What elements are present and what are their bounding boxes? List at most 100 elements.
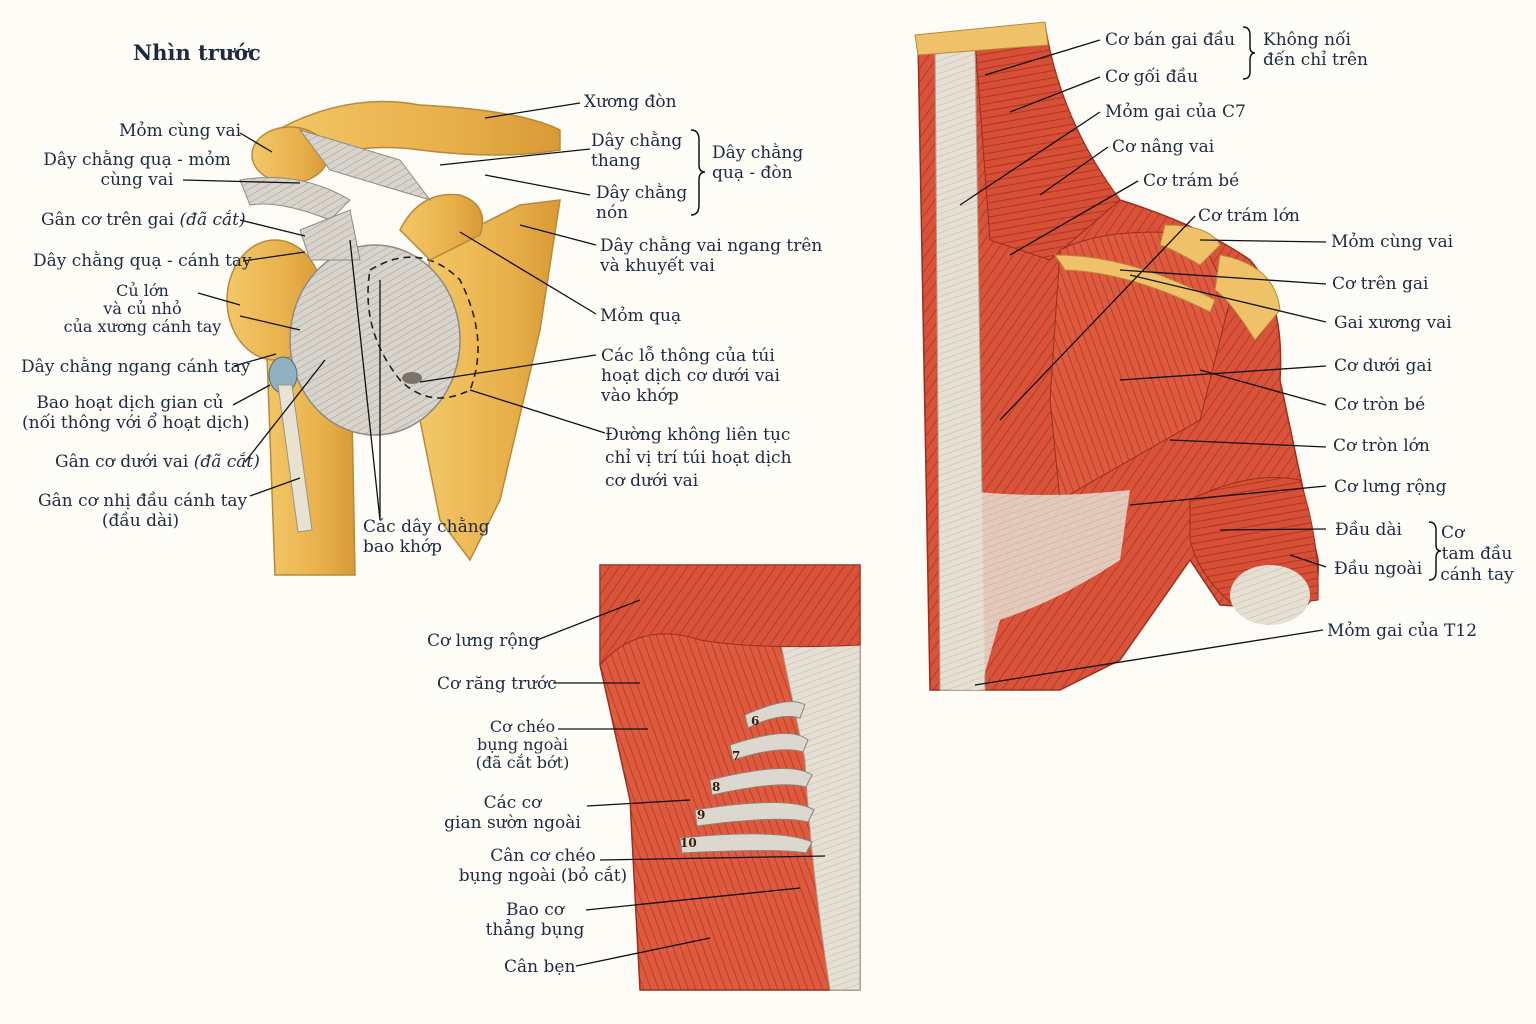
label-line: cùng vai <box>100 170 174 190</box>
label-lung-rong-back: Cơ lưng rộng <box>1334 477 1447 497</box>
label-line: gian sườn ngoài <box>444 813 581 833</box>
label-lo-thong: Các lỗ thông của túi hoạt dịch cơ dưới v… <box>601 346 780 406</box>
label-tron-be: Cơ tròn bé <box>1334 395 1426 415</box>
view-title: Nhìn trước <box>133 40 261 65</box>
label-mom-cung-vai: Mỏm cùng vai <box>119 121 242 141</box>
label-text: Gân cơ dưới vai <box>55 452 189 472</box>
label-goi-dau: Cơ gối đầu <box>1105 67 1199 87</box>
label-bao-thang-bung: Bao cơ thẳng bụng <box>480 900 590 940</box>
label-line: Các lỗ thông của túi <box>601 346 775 366</box>
label-lung-rong-trunk: Cơ lưng rộng <box>427 631 540 651</box>
label-line: Các dây chằng <box>363 517 490 537</box>
label-line: Dây chằng vai ngang trên <box>600 236 823 256</box>
label-duong-khong-lien-tuc: Đường không liên tục chỉ vị trí túi hoạt… <box>605 424 792 493</box>
label-mom-qua: Mỏm quạ <box>600 306 682 326</box>
label-line: Bao cơ <box>505 900 565 920</box>
label-gan-co-duoi-vai: Gân cơ dưới vai (đã cắt) <box>55 452 260 472</box>
label-line: bụng ngoài <box>476 735 568 754</box>
label-line: thẳng bụng <box>485 920 585 940</box>
label-text: Gân cơ trên gai <box>41 210 175 230</box>
label-line: hoạt dịch cơ dưới vai <box>601 366 780 386</box>
label-line: Không nối <box>1263 30 1351 50</box>
label-nang-vai: Cơ nâng vai <box>1112 137 1215 157</box>
label-gan-nhi-dau: Gân cơ nhị đầu cánh tay (đầu dài) <box>38 491 248 531</box>
label-line: Đường không liên tục <box>605 425 791 445</box>
label-cu-lon: Củ lớn và củ nhỏ của xương cánh tay <box>60 282 225 336</box>
label-line: bụng ngoài (bỏ cắt) <box>458 866 628 886</box>
label-line: và khuyết vai <box>600 256 715 276</box>
label-note: (đã cắt) <box>179 210 246 230</box>
label-gan-co-tren-gai: Gân cơ trên gai (đã cắt) <box>41 210 246 230</box>
rib-group <box>679 701 815 854</box>
label-line: Cân cơ chéo <box>490 846 596 866</box>
label-can-ben: Cân bẹn <box>504 957 576 977</box>
label-line: của xương cánh tay <box>63 317 222 336</box>
rib-number: 8 <box>712 780 721 794</box>
label-mom-gai-t12: Mỏm gai của T12 <box>1327 621 1478 641</box>
back-muscles-illustration <box>914 21 1319 691</box>
label-line: Củ lớn <box>116 281 169 300</box>
label-bao-khop: Các dây chằng bao khớp <box>363 517 490 557</box>
label-gai-xuong-vai: Gai xương vai <box>1334 313 1452 333</box>
label-line: cơ dưới vai <box>605 471 699 491</box>
label-tram-lon: Cơ trám lớn <box>1198 206 1300 226</box>
label-line: Dây chằng <box>596 183 688 203</box>
label-qua-don: Dây chằng quạ - đòn <box>712 143 803 183</box>
braces <box>690 26 1442 581</box>
label-duoi-gai: Cơ dưới gai <box>1334 356 1433 376</box>
rib-number: 6 <box>751 714 760 728</box>
label-line: Gân cơ nhị đầu cánh tay <box>38 491 248 511</box>
label-tron-lon: Cơ tròn lớn <box>1333 436 1430 456</box>
label-line: quạ - đòn <box>712 163 793 183</box>
rib-number: 10 <box>680 836 697 850</box>
label-day-chang-ngang: Dây chằng ngang cánh tay <box>21 357 251 377</box>
leader-lines <box>182 39 1327 967</box>
label-rang-truoc: Cơ răng trước <box>437 674 557 694</box>
label-can-cheo: Cân cơ chéo bụng ngoài (bỏ cắt) <box>448 846 638 886</box>
label-line: nón <box>596 203 629 223</box>
label-tren-gai: Cơ trên gai <box>1332 274 1429 294</box>
label-mom-cung-vai-back: Mỏm cùng vai <box>1331 232 1454 252</box>
label-day-chang-qua-canh-tay: Dây chằng quạ - cánh tay <box>33 251 252 271</box>
label-ban-gai-dau: Cơ bán gai đầu <box>1105 30 1236 50</box>
label-xuong-don: Xương đòn <box>584 92 677 112</box>
trunk-lateral-illustration <box>599 564 861 991</box>
label-line: đến chỉ trên <box>1263 50 1368 70</box>
label-vai-ngang: Dây chằng vai ngang trên và khuyết vai <box>600 236 822 276</box>
label-line: (đã cắt bớt) <box>475 753 570 772</box>
label-line: tam đầu <box>1441 544 1513 564</box>
shoulder-joint-illustration <box>226 100 561 576</box>
label-line: cánh tay <box>1440 565 1514 585</box>
label-line: Cơ chéo <box>489 717 556 736</box>
label-dau-dai: Đầu dài <box>1335 520 1402 540</box>
label-line: Các cơ <box>483 793 542 813</box>
label-note: (đã cắt) <box>193 452 260 472</box>
rib-number: 7 <box>732 749 741 763</box>
label-tram-be: Cơ trám bé <box>1143 171 1240 191</box>
label-day-chang-thang: Dây chằng thang <box>591 131 682 171</box>
label-line: Dây chằng <box>591 131 683 151</box>
label-line: bao khớp <box>363 537 443 557</box>
label-line: (nối thông với ổ hoạt dịch) <box>22 413 250 433</box>
label-line: Dây chằng quạ - mỏm <box>43 150 231 170</box>
label-line: (đầu dài) <box>101 511 180 531</box>
label-mom-gai-c7: Mỏm gai của C7 <box>1105 102 1246 122</box>
label-cheo-bung-ngoai: Cơ chéo bụng ngoài (đã cắt bớt) <box>455 718 590 772</box>
label-line: Dây chằng <box>712 143 804 163</box>
label-khong-noi: Không nối đến chỉ trên <box>1263 30 1368 70</box>
label-line: chỉ vị trí túi hoạt dịch <box>605 448 792 468</box>
label-dau-ngoai: Đầu ngoài <box>1334 559 1423 579</box>
label-line: vào khớp <box>601 386 679 406</box>
rib-number: 9 <box>697 808 706 822</box>
label-tam-dau: Cơ tam đầu cánh tay <box>1437 523 1517 586</box>
label-bao-hoat-dich: Bao hoạt dịch gian củ (nối thông với ổ h… <box>22 393 250 433</box>
label-gian-suon: Các cơ gian sườn ngoài <box>440 793 585 833</box>
label-line: Cơ <box>1441 523 1465 543</box>
label-line: và củ nhỏ <box>103 299 182 318</box>
label-line: Bao hoạt dịch gian củ <box>36 393 224 413</box>
label-day-chang-non: Dây chằng nón <box>596 183 687 223</box>
label-line: thang <box>591 151 641 171</box>
label-day-chang-qua-mom: Dây chằng quạ - mỏm cùng vai <box>37 150 237 190</box>
